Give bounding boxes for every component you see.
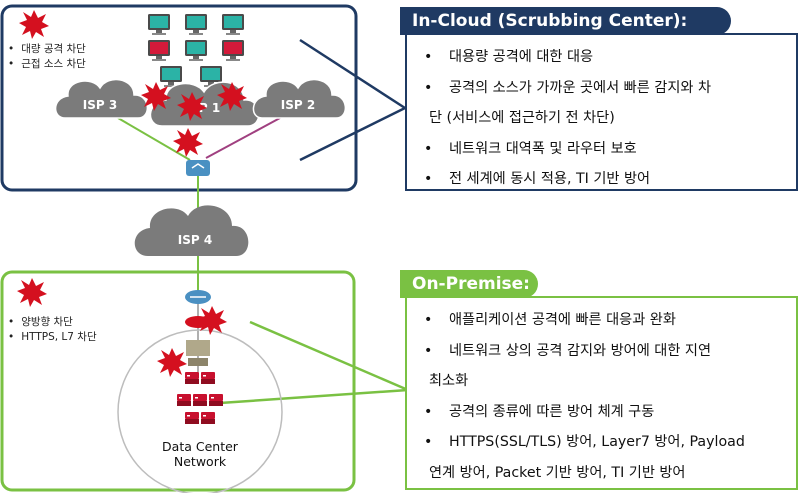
- isp3-cloud: ISP 3: [54, 78, 148, 119]
- isp2-cloud: ISP 2: [252, 78, 346, 119]
- attacker-computers: [148, 14, 244, 87]
- premise-notes: 양방향 차단 HTTPS, L7 차단: [8, 315, 97, 345]
- on-premise-item-continued: 연계 방어, Packet 기반 방어, TI 기반 방어: [429, 464, 686, 481]
- firewall-icon: [186, 340, 210, 366]
- in-cloud-title: In-Cloud (Scrubbing Center):: [400, 7, 731, 35]
- attack-burst-icon: [17, 278, 47, 307]
- isp3-link: [117, 117, 191, 161]
- datacenter-label-line1: Data Center: [162, 439, 239, 454]
- isp2-link: [205, 117, 281, 159]
- isp3-label: ISP 3: [83, 98, 117, 112]
- in-cloud-item: 네트워크 대역폭 및 라우터 보호: [419, 134, 788, 165]
- in-cloud-item-continued: 단 (서비스에 접근하기 전 차단): [429, 110, 615, 126]
- premise-callout-line-bottom: [219, 388, 409, 405]
- premise-callout-line-top: [249, 320, 409, 392]
- in-cloud-item: 공격의 소스가 가까운 곳에서 빠른 감지와 차: [419, 73, 788, 104]
- on-premise-title: On-Premise:: [400, 270, 538, 298]
- in-cloud-panel: 대용량 공격에 대한 대응 공격의 소스가 가까운 곳에서 빠른 감지와 차 단…: [405, 33, 798, 194]
- premise-note: HTTPS, L7 차단: [8, 330, 96, 345]
- in-cloud-item: 대용량 공격에 대한 대응: [419, 42, 788, 73]
- cloud-note: 근접 소스 차단: [8, 57, 86, 72]
- premise-note: 양방향 차단: [8, 315, 97, 330]
- attack-burst-icon: [157, 348, 187, 377]
- cloud-callout-line-bottom: [299, 106, 406, 162]
- edge-router-icon: [186, 160, 210, 176]
- on-premise-network-box: [0, 270, 356, 492]
- in-cloud-network-box: [0, 4, 358, 192]
- premise-router-icon: [185, 290, 211, 304]
- on-premise-item: 공격의 종류에 따른 방어 체계 구동: [419, 397, 788, 428]
- on-premise-item: 애플리케이션 공격에 빠른 대응과 완화: [419, 305, 788, 336]
- isp4-cloud: ISP 4: [134, 205, 249, 256]
- isp4-label: ISP 4: [178, 233, 212, 247]
- in-cloud-item: 전 세계에 동시 적용, TI 기반 방어: [419, 164, 788, 195]
- cloud-notes: 대량 공격 차단 근접 소스 차단: [8, 42, 86, 72]
- cloud-note: 대량 공격 차단: [8, 42, 86, 57]
- in-cloud-list: 대용량 공격에 대한 대응 공격의 소스가 가까운 곳에서 빠른 감지와 차 단…: [419, 42, 788, 195]
- datacenter-label-line2: Network: [174, 454, 227, 469]
- cloud-callout-line-top: [299, 38, 406, 110]
- on-premise-panel: 애플리케이션 공격에 빠른 대응과 완화 네트워크 상의 공격 감지와 방어에 …: [405, 296, 798, 490]
- on-premise-list: 애플리케이션 공격에 빠른 대응과 완화 네트워크 상의 공격 감지와 방어에 …: [419, 305, 788, 488]
- on-premise-item: HTTPS(SSL/TLS) 방어, Layer7 방어, Payload: [419, 427, 788, 458]
- attack-burst-icon: [19, 10, 49, 39]
- datacenter-circle: [117, 329, 283, 493]
- isp2-label: ISP 2: [281, 98, 315, 112]
- on-premise-item-continued: 최소화: [429, 373, 469, 389]
- on-premise-item: 네트워크 상의 공격 감지와 방어에 대한 지연: [419, 336, 788, 367]
- datacenter-servers: [177, 372, 223, 424]
